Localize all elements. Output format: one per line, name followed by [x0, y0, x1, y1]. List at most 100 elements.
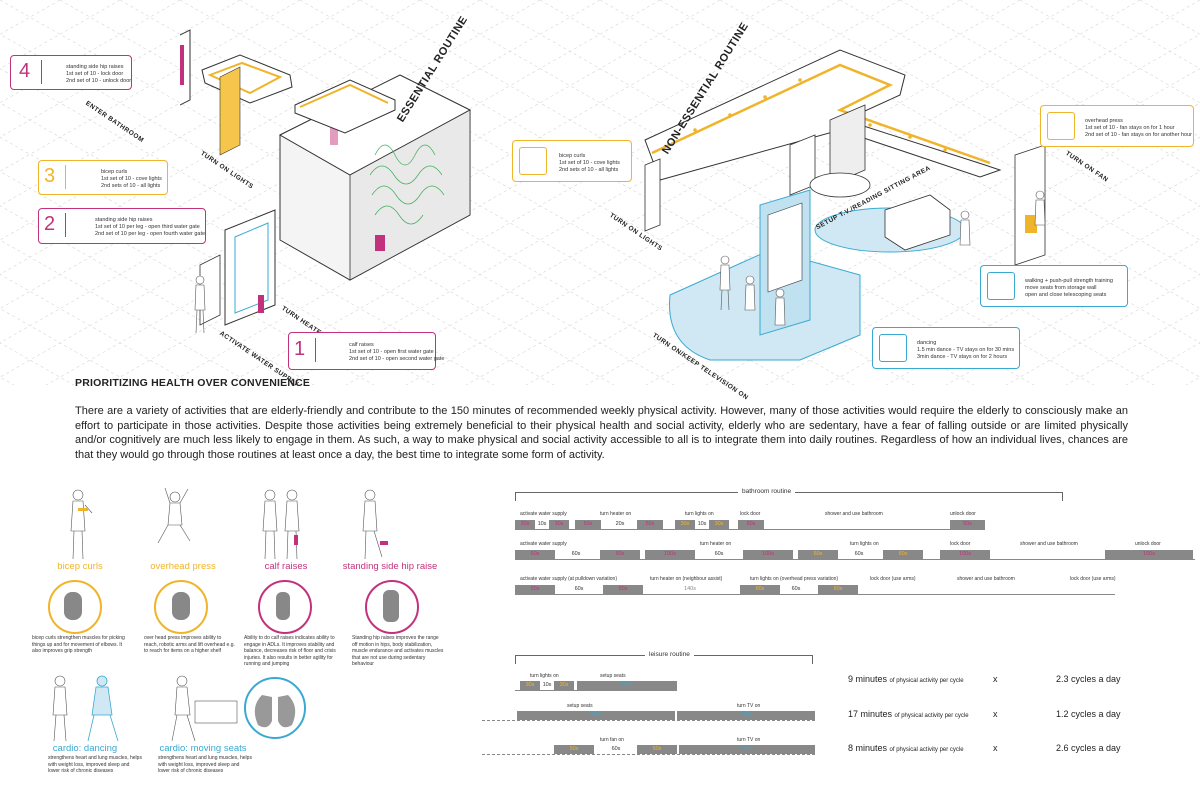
seg: 60s [714, 551, 724, 557]
callout-number: 4 [19, 60, 31, 82]
stat-cycles: 1.2 cycles a day [1056, 709, 1121, 719]
cardio-name-dancing: cardio: dancing [52, 743, 118, 754]
exercise-desc-bicep-curls: bicep curls strengthen muscles for picki… [32, 635, 125, 654]
callout-line: 1st set of 10 - open first water gate [349, 349, 434, 355]
callout-line: dancing [917, 340, 937, 346]
task-label: activate water supply [520, 511, 567, 517]
callout-2-hip-raises: 2 standing side hip raises 1st set of 10… [38, 208, 206, 244]
figure-icon [65, 213, 84, 237]
task-label: turn lights on [530, 673, 559, 679]
cardio-name-moving-seats: cardio: moving seats [159, 743, 247, 754]
stat-cycles: 2.6 cycles a day [1056, 743, 1121, 753]
exercise-name-hip-raise: standing side hip raise [342, 561, 438, 572]
seg: 30s [515, 520, 535, 529]
callout-number: 2 [44, 213, 56, 235]
callout-line: 3min dance - TV stays on for 2 hours [917, 354, 1008, 360]
seg: 60s [574, 586, 584, 592]
exercise-desc-overhead-press: over head press improves ability to reac… [144, 635, 235, 654]
figure-icon [519, 147, 547, 175]
seg: 50s [575, 520, 601, 529]
callout-line: 1st set of 10 - cove lights [559, 160, 620, 166]
timeline-bar: 30s 10s 30s 150s [515, 681, 677, 691]
figure-icon [315, 338, 334, 362]
seg: 20s [615, 521, 625, 527]
seg: 50s [603, 585, 643, 594]
seg: 100s [645, 550, 695, 559]
living-room-isometric-drawing [644, 49, 1046, 361]
cardio-figures [52, 675, 306, 742]
task-label: lock door (use arms) [1070, 576, 1116, 582]
seg: 30s [675, 520, 695, 529]
callout-line: 1st set of 10 per leg - open third water… [95, 224, 200, 230]
seg: 100s [1105, 550, 1193, 559]
timeline-bar: 300s 720s [482, 711, 815, 721]
section-paragraph: There are a variety of activities that a… [75, 405, 1128, 461]
callout-dancing: dancing 1.5 min dance - TV stays on for … [872, 327, 1020, 369]
task-label: shower and use bathroom [825, 511, 883, 517]
stat-multiply: x [993, 743, 998, 753]
seg: 60s [571, 551, 581, 557]
seg: 100s [940, 550, 990, 559]
callout-line: 1.5 min dance - TV stays on for 30 mins [917, 347, 1015, 353]
seg: 60s [515, 550, 555, 559]
task-label: turn heater on [600, 511, 632, 517]
callout-line: 1st set of 10 - cove lights [101, 176, 162, 182]
stat-unit: of physical activity per cycle [894, 713, 969, 719]
callout-bicep-curls-right: bicep curls 1st set of 10 - cove lights … [512, 140, 632, 182]
task-label: turn lights on [850, 541, 879, 547]
task-label: activate water supply [520, 541, 567, 547]
stat-unit: of physical activity per cycle [889, 747, 964, 753]
seg: 30s [709, 520, 729, 529]
exercise-desc-calf-raises: Ability to do calf raises indicates abil… [244, 635, 336, 667]
seg: 100s [743, 550, 793, 559]
seg: 140s [684, 586, 696, 592]
task-label: turn fan on [600, 737, 624, 743]
hip-muscle-icon [365, 580, 419, 634]
callout-line: 2nd set of 10 - unlock door [66, 78, 132, 84]
callout-line: 2nd sets of 10 - all lights [559, 167, 619, 173]
stat-minutes: 8 minutes of physical activity per cycle [848, 743, 964, 753]
leisure-row-2: setup seats turn TV on 300s 720s [482, 703, 822, 725]
seg: 30s [549, 520, 569, 529]
callout-number: 1 [294, 338, 306, 360]
callout-line: 2nd set of 10 - open second water gate [349, 356, 445, 362]
seg: 50s [554, 745, 594, 754]
bathroom-row-1: activate water supply turn heater on tur… [515, 507, 985, 531]
seg: 300s [517, 711, 675, 720]
task-label: activate water supply (at pulldown varia… [520, 576, 617, 582]
callout-line: 2nd sets of 10 - all lights [101, 183, 161, 189]
seg: 10s [542, 682, 552, 688]
figure-icon [65, 165, 84, 189]
task-label: unlock door [1135, 541, 1161, 547]
task-label: turn lights on (overhead press variation… [750, 576, 839, 582]
seg: 30s [554, 681, 574, 690]
leisure-row-1: turn lights on setup seats 30s 10s 30s 1… [515, 673, 715, 695]
seg: 50s [637, 745, 677, 754]
task-label: setup seats [567, 703, 593, 709]
stat-cycles: 2.3 cycles a day [1056, 674, 1121, 684]
stat-minutes-value: 17 minutes [848, 709, 893, 719]
callout-line: overhead press [1085, 118, 1123, 124]
seg: 30s [520, 681, 540, 690]
task-label: turn heater on [700, 541, 732, 547]
seg: 60s [818, 585, 858, 594]
callout-line: 1st set of 10 - lock door [66, 71, 124, 77]
task-label: turn TV on [737, 703, 761, 709]
callout-line: calf raises [349, 342, 374, 348]
exercise-figures [70, 487, 388, 560]
exercise-name-overhead-press: overhead press [150, 561, 216, 572]
stat-minutes: 17 minutes of physical activity per cycl… [848, 709, 969, 719]
task-label: turn TV on [737, 737, 761, 743]
leisure-routine-title: leisure routine [645, 651, 694, 659]
task-label: lock door (use arms) [870, 576, 916, 582]
cardio-desc-moving-seats: strengthens heart and lung muscles, help… [158, 755, 252, 774]
lungs-icon [879, 334, 907, 362]
stat-multiply: x [993, 674, 998, 684]
callout-line: 2nd set of 10 - fan stays on for another… [1085, 132, 1193, 138]
seg: 60s [791, 586, 801, 592]
seg: 10s [537, 521, 547, 527]
callout-walking: walking + push-pull strength training mo… [980, 265, 1128, 307]
callout-number: 3 [44, 165, 56, 187]
seg: 720s [677, 711, 815, 720]
bicep-muscle-icon [48, 580, 102, 634]
